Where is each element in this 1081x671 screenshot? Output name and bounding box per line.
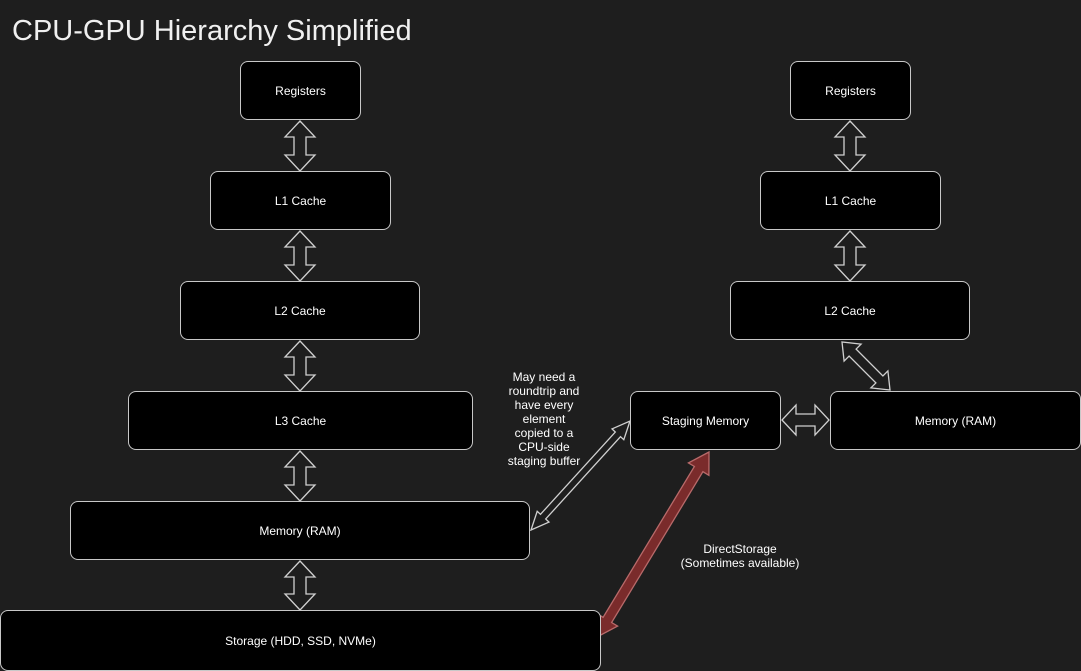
roundtrip-note-line: copied to a [514, 426, 574, 440]
cpu-l1-l2-arrow [283, 230, 317, 282]
directstorage-note: DirectStorage (Sometimes available) [660, 542, 820, 570]
roundtrip-note-line: element [522, 412, 566, 426]
roundtrip-note-line: have every [514, 398, 574, 412]
gpu-l1-cache-box: L1 Cache [760, 171, 941, 230]
cpu-l1-cache-box: L1 Cache [210, 171, 391, 230]
directstorage-note-line: DirectStorage [703, 542, 777, 556]
staging-gpu-memory-arrow [781, 403, 830, 437]
cpu-registers-box: Registers [240, 61, 361, 120]
roundtrip-note-line: staging buffer [507, 454, 581, 468]
storage-box: Storage (HDD, SSD, NVMe) [0, 610, 601, 671]
roundtrip-note: May need a roundtrip and have every elem… [494, 370, 594, 468]
gpu-registers-box: Registers [790, 61, 911, 120]
cpu-l2-cache-box: L2 Cache [180, 281, 420, 340]
gpu-l1-l2-arrow [833, 230, 867, 282]
gpu-memory-box: Memory (RAM) [830, 391, 1081, 450]
cpu-registers-l1-arrow [283, 120, 317, 172]
gpu-l2-cache-box: L2 Cache [730, 281, 970, 340]
cpu-l3-memory-arrow [283, 450, 317, 502]
page-title: CPU-GPU Hierarchy Simplified [12, 15, 412, 47]
cpu-l3-cache-box: L3 Cache [128, 391, 473, 450]
cpu-l2-l3-arrow [283, 340, 317, 392]
roundtrip-note-line: May need a [512, 370, 576, 384]
gpu-l2-memory-arrow [841, 341, 891, 391]
roundtrip-note-line: roundtrip and [508, 384, 580, 398]
roundtrip-note-line: CPU-side [518, 440, 570, 454]
directstorage-note-line: (Sometimes available) [680, 556, 800, 570]
cpu-memory-box: Memory (RAM) [70, 501, 530, 560]
gpu-registers-l1-arrow [833, 120, 867, 172]
staging-memory-box: Staging Memory [630, 391, 781, 450]
directstorage-arrow [596, 450, 710, 639]
cpu-memory-storage-arrow [283, 560, 317, 611]
